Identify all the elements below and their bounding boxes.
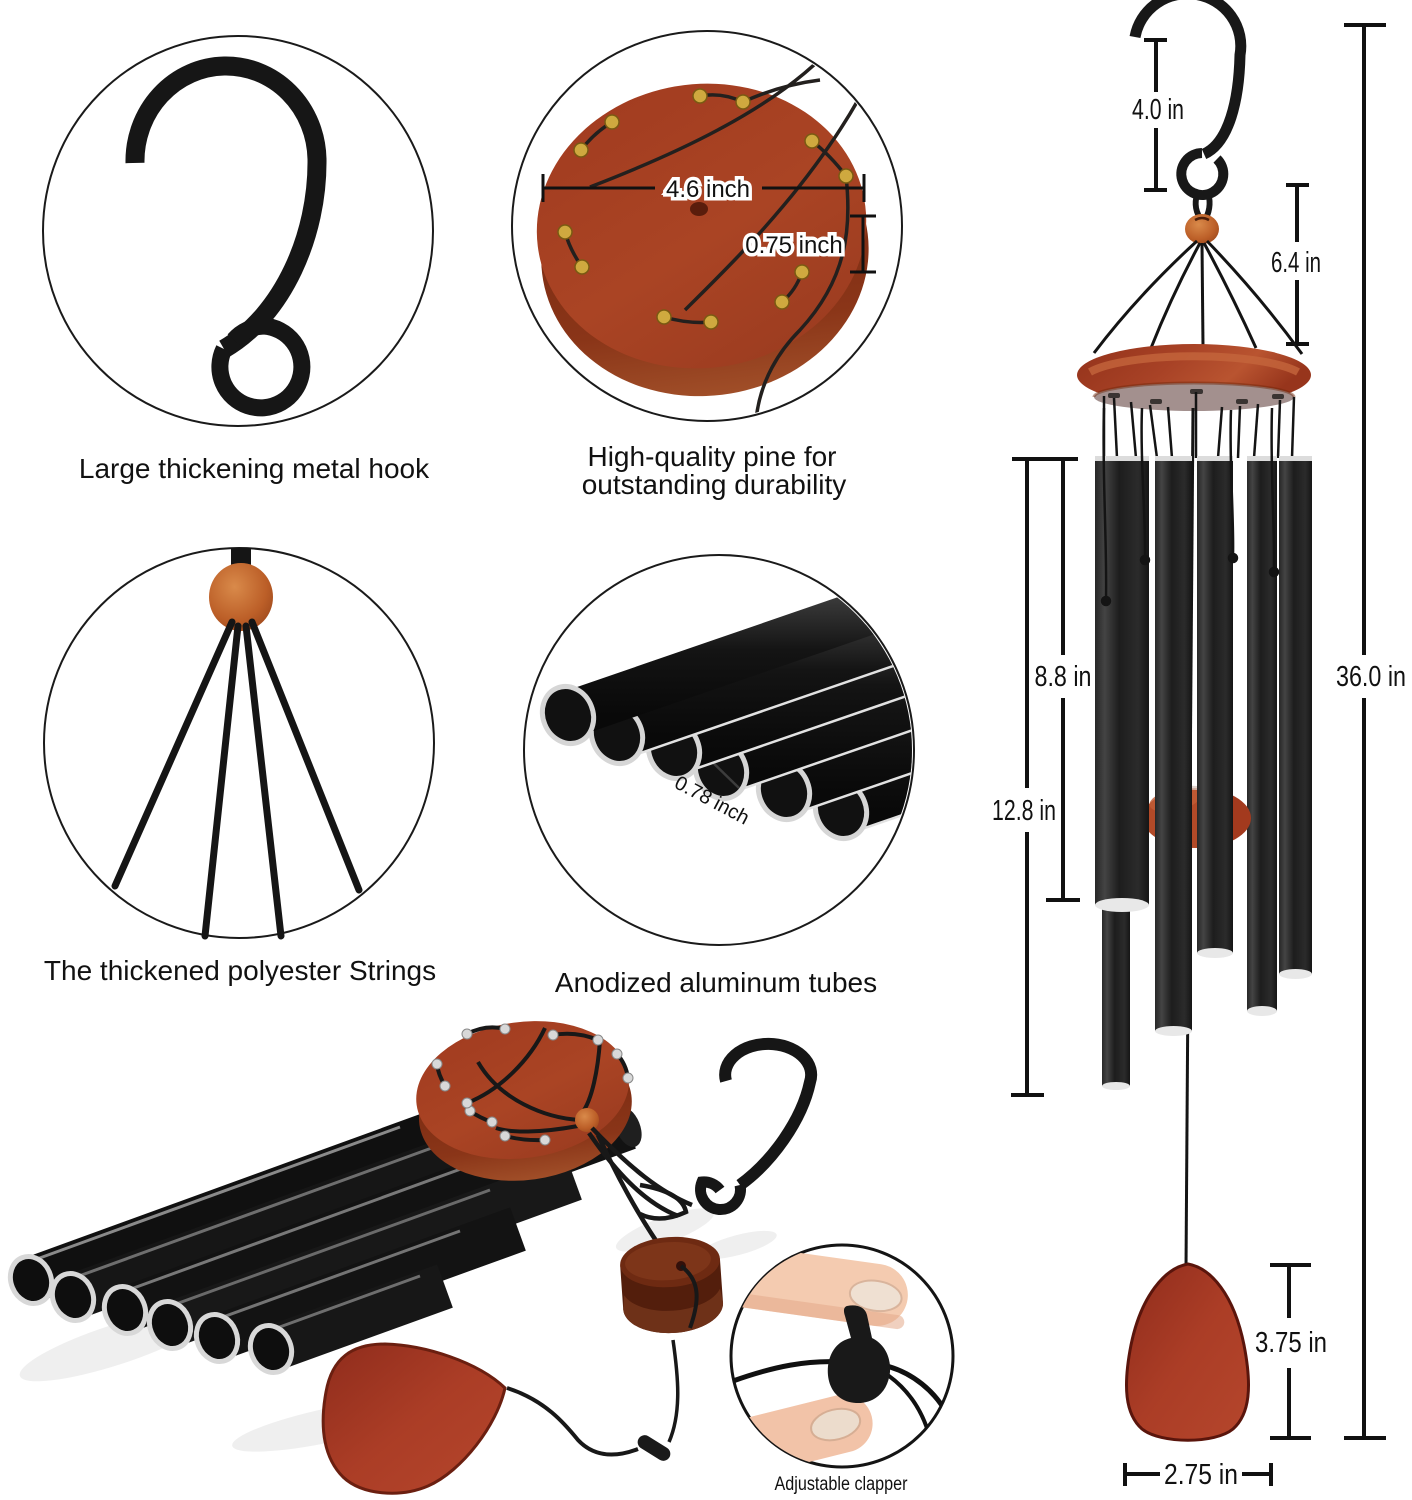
- svg-text:Anodized aluminum tubes: Anodized aluminum tubes: [555, 967, 877, 998]
- svg-text:High-quality pine for: High-quality pine for: [587, 441, 836, 472]
- svg-text:4.6 inch: 4.6 inch: [666, 176, 750, 203]
- svg-text:The thickened polyester String: The thickened polyester Strings: [44, 955, 436, 986]
- svg-text:4.0 in: 4.0 in: [1132, 94, 1184, 126]
- svg-text:36.0 in: 36.0 in: [1336, 661, 1406, 693]
- svg-text:8.8 in: 8.8 in: [1035, 661, 1092, 693]
- svg-text:Adjustable clapper: Adjustable clapper: [775, 1474, 909, 1495]
- svg-text:12.8 in: 12.8 in: [992, 795, 1056, 827]
- svg-text:6.4 in: 6.4 in: [1271, 247, 1321, 279]
- svg-text:0.75 inch: 0.75 inch: [745, 232, 842, 259]
- svg-text:3.75 in: 3.75 in: [1255, 1327, 1327, 1359]
- svg-text:Large thickening metal hook: Large thickening metal hook: [79, 453, 430, 484]
- svg-text:2.75 in: 2.75 in: [1164, 1459, 1238, 1491]
- svg-text:outstanding durability: outstanding durability: [582, 469, 847, 500]
